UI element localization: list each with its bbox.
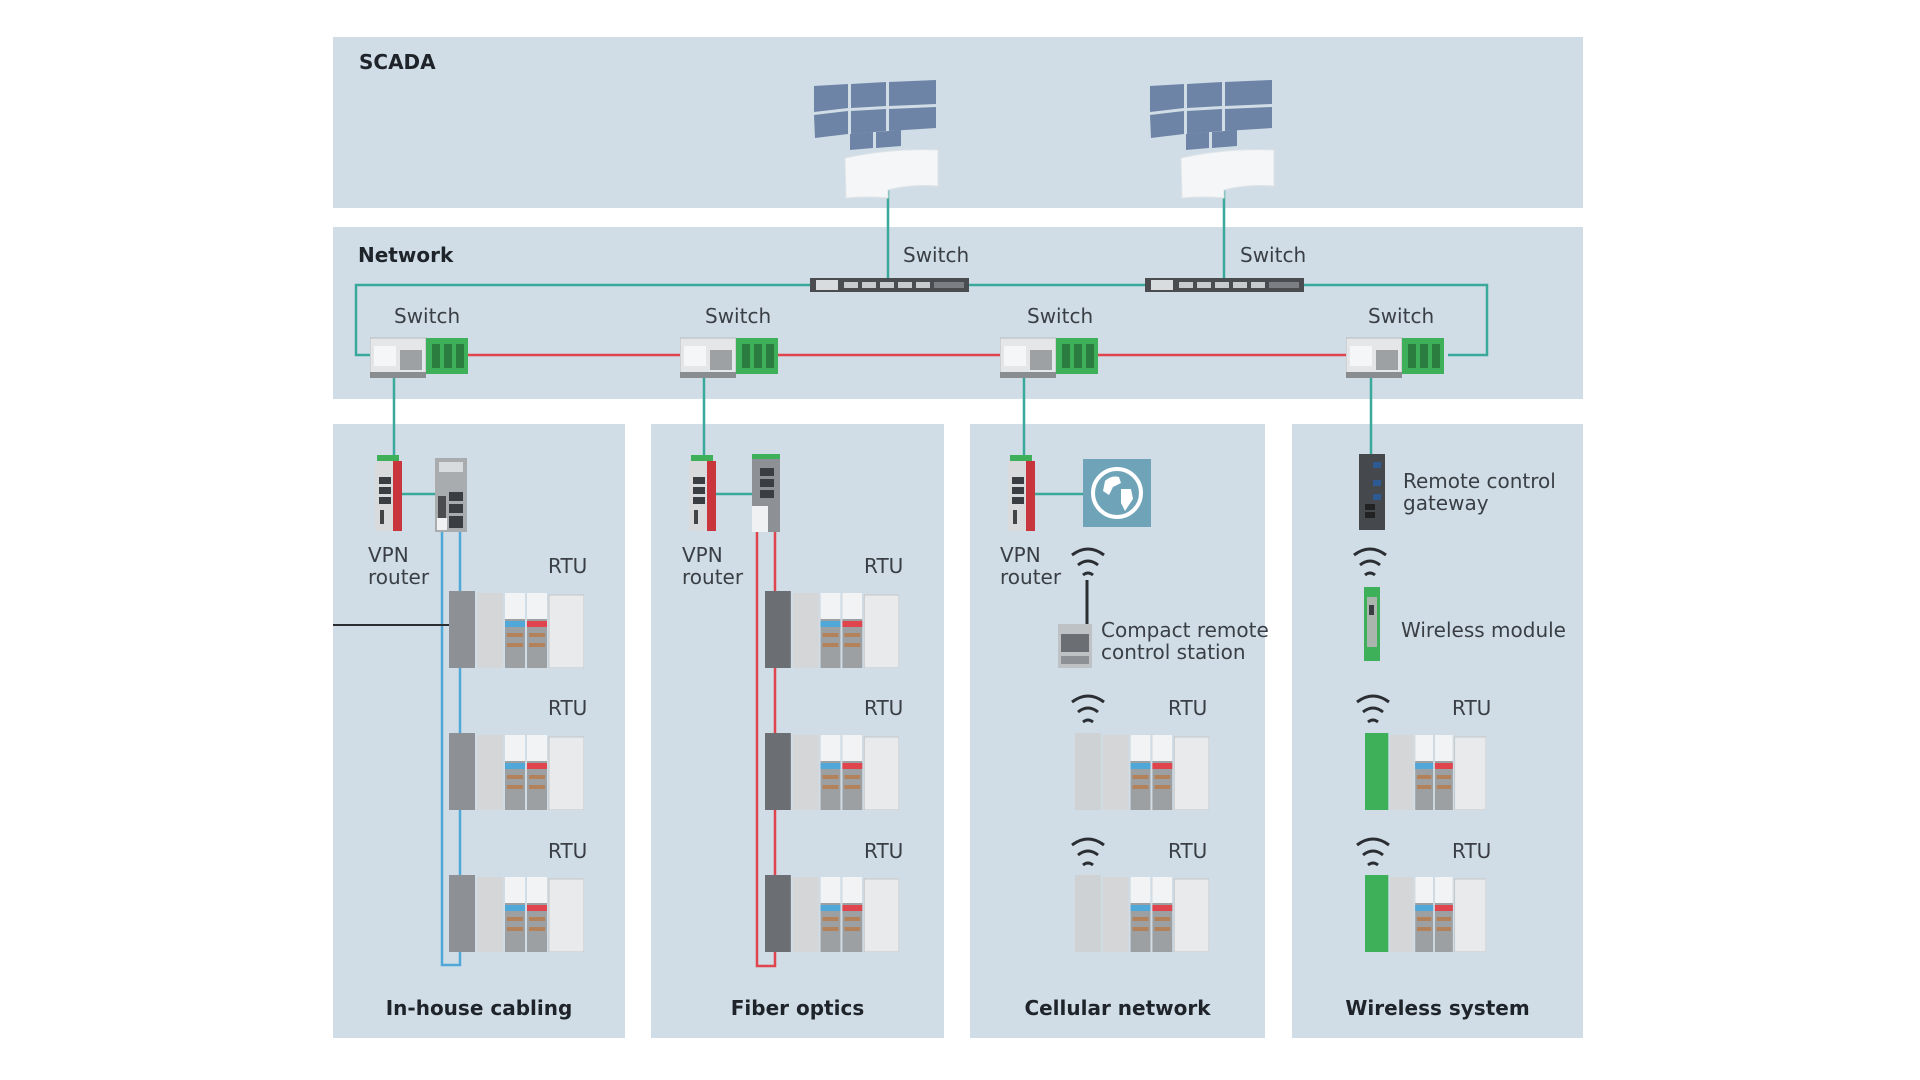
wifi-signal-icon xyxy=(1353,547,1387,577)
rtu-label: RTU xyxy=(864,839,904,863)
scada-workstation-icon xyxy=(814,80,939,199)
col2-media-converter-icon xyxy=(752,454,780,532)
ring-switch-2-label: Switch xyxy=(705,304,772,328)
core-switch-2-label: Switch xyxy=(1240,243,1307,267)
wifi-signal-icon xyxy=(1071,547,1105,577)
rtu-icon xyxy=(1075,875,1209,952)
rtu-label: RTU xyxy=(864,554,904,578)
rtu-label: RTU xyxy=(548,554,588,578)
remote-control-gateway-icon xyxy=(1359,454,1385,530)
ring-switch-1-label: Switch xyxy=(394,304,461,328)
rtu-icon xyxy=(449,733,584,810)
scada-panel xyxy=(333,37,1583,208)
core-switch-1-icon xyxy=(810,278,969,292)
rtu-label: RTU xyxy=(1452,696,1492,720)
rtu-icon xyxy=(1365,875,1486,952)
rtu-icon xyxy=(1365,733,1486,810)
rtu-label: RTU xyxy=(1452,839,1492,863)
rtu-label: RTU xyxy=(548,696,588,720)
wifi-signal-icon xyxy=(1356,837,1390,867)
wifi-signal-icon xyxy=(1071,837,1105,867)
core-ethernet-line xyxy=(354,283,1489,357)
rtu-label: RTU xyxy=(1168,696,1208,720)
rtu-icon xyxy=(449,591,584,668)
rtu-icon xyxy=(765,591,899,668)
ring-switch-3-icon xyxy=(1000,337,1098,378)
wireless-module-label: Wireless module xyxy=(1401,618,1566,642)
rtu-label: RTU xyxy=(864,696,904,720)
wifi-signal-icon xyxy=(1071,694,1105,724)
scada-title: SCADA xyxy=(359,50,436,74)
vpn-router-1-icon xyxy=(375,455,402,531)
wifi-signal-icon xyxy=(1356,694,1390,724)
ring-switch-1-icon xyxy=(370,337,468,378)
ring-switch-4-label: Switch xyxy=(1368,304,1435,328)
column-title-wireless-system: Wireless system xyxy=(1345,996,1530,1020)
rtu-icon xyxy=(765,733,899,810)
col1-media-converter-icon xyxy=(435,458,467,532)
ring-switch-4-icon xyxy=(1346,337,1444,378)
column-title-in-house-cabling: In-house cabling xyxy=(385,996,573,1020)
ring-switch-3-label: Switch xyxy=(1027,304,1094,328)
vpn-router-3-icon xyxy=(1008,455,1035,531)
rtu-label: RTU xyxy=(1168,839,1208,863)
core-switch-1-label: Switch xyxy=(903,243,970,267)
core-switch-2-icon xyxy=(1145,278,1304,292)
ring-switch-2-icon xyxy=(680,337,778,378)
column-title-fiber-optics: Fiber optics xyxy=(730,996,865,1020)
rtu-icon xyxy=(765,875,899,952)
network-title: Network xyxy=(358,243,454,267)
globe-icon xyxy=(1083,459,1151,527)
wireless-module-icon xyxy=(1364,587,1380,661)
column-title-cellular-network: Cellular network xyxy=(1024,996,1211,1020)
compact-remote-station-icon xyxy=(1058,624,1092,668)
rtu-icon xyxy=(449,875,584,952)
rtu-label: RTU xyxy=(548,839,588,863)
rtu-icon xyxy=(1075,733,1209,810)
scada-workstation-icon xyxy=(1150,80,1275,199)
vpn-router-2-icon xyxy=(689,455,716,531)
